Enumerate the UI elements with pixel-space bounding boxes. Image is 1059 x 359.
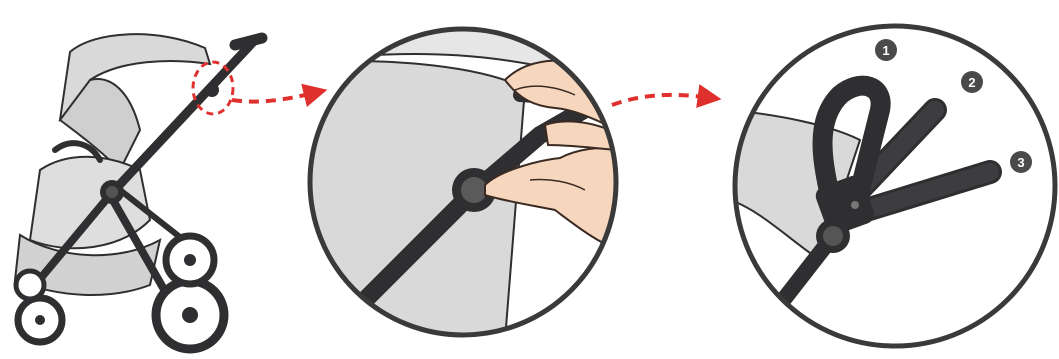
step-badge-1: 1 (875, 39, 897, 61)
stroller-front-wheel (18, 298, 62, 342)
detail-press-button (300, 20, 630, 350)
arrow-to-detail-1 (232, 92, 318, 102)
svg-text:3: 3 (1017, 155, 1024, 170)
stroller-rear-wheel (156, 281, 224, 349)
stroller-illustration (15, 34, 262, 349)
stroller-front-wheel-2 (16, 271, 44, 299)
svg-text:2: 2 (968, 75, 975, 90)
step-badge-2: 2 (961, 71, 983, 93)
step-badge-3: 3 (1010, 151, 1032, 173)
arrow-to-detail-2 (612, 95, 712, 105)
svg-text:1: 1 (882, 43, 889, 58)
detail-handle-positions: 1 2 3 (730, 20, 1059, 359)
stroller-rear-wheel-2 (166, 236, 214, 284)
